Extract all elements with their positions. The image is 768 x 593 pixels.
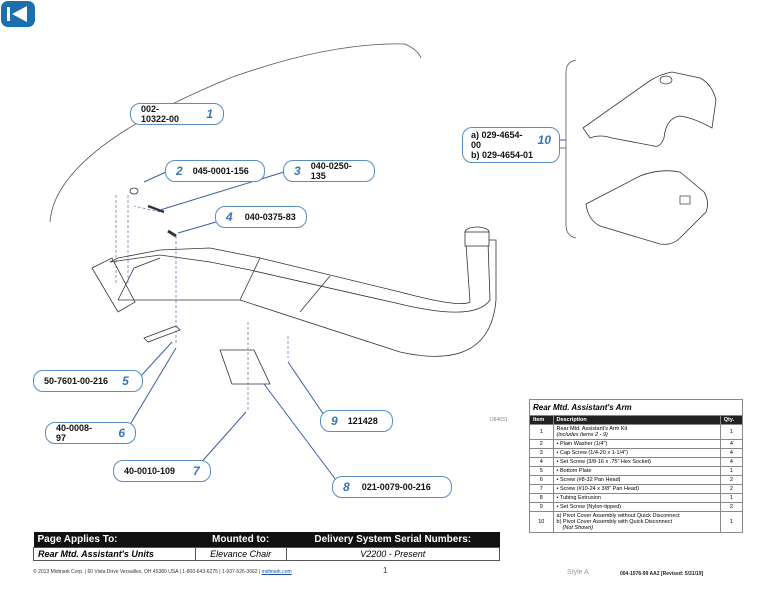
bom-qty: 1 <box>719 511 744 533</box>
callout-part-number: 040-0375-83 <box>244 212 296 222</box>
back-button[interactable] <box>1 1 35 27</box>
art-number: D84831 <box>490 417 508 423</box>
callout-7: 40-0010-109 7 <box>113 460 211 482</box>
callout-5: 50-7601-00-216 5 <box>33 370 143 392</box>
callout-part-number-b: b) 029-4654-01 <box>471 150 534 160</box>
bom-row: 6• Screw (#8-32 Pan Head)2 <box>529 475 744 485</box>
callout-number: 8 <box>343 480 350 494</box>
bom-header-qty: Qty. <box>719 415 744 425</box>
callout-6: 40-0008-97 6 <box>45 422 136 444</box>
bom-qty: 4 <box>719 457 744 467</box>
callout-number: 4 <box>226 210 233 224</box>
bom-description: • Screw (#8-32 Pan Head) <box>552 475 721 485</box>
callout-3: 3 040-0250-135 <box>283 160 375 182</box>
back-arrow-icon <box>7 6 27 22</box>
page-number: 1 <box>383 566 388 575</box>
callout-part-number: 40-0010-109 <box>124 466 176 476</box>
bom-title: Rear Mtd. Assistant's Arm <box>529 399 743 416</box>
bom-qty: 4 <box>719 439 744 449</box>
callout-number: 3 <box>294 164 301 178</box>
callout-part-number: 40-0008-97 <box>56 423 93 443</box>
applicability-table: Page Applies To: Mounted to: Delivery Sy… <box>33 532 500 561</box>
serial-value: V2200 - Present <box>285 547 500 561</box>
bom-row: 3• Cap Screw (1/4-20 x 1-1/4")4 <box>529 448 744 458</box>
callout-part-number: 040-0250-135 <box>310 161 352 181</box>
callout-number: 2 <box>176 164 183 178</box>
bom-description: • Set Screw (3/8-16 x .75" Hex Socket) <box>552 457 721 467</box>
footer-text: © 2013 Midmark Corp. | 60 Vista Drive Ve… <box>33 569 262 575</box>
callout-number: 5 <box>122 374 129 388</box>
bom-item: 9 <box>529 502 554 512</box>
callout-number: 7 <box>193 464 200 478</box>
bom-description: • Tubing Extrusion <box>552 493 721 503</box>
callout-2: 2 045-0001-156 <box>165 160 265 182</box>
callout-part-number-a: a) 029-4654-00 10 <box>471 130 551 150</box>
bom-item: 6 <box>529 475 554 485</box>
bom-item: 8 <box>529 493 554 503</box>
bom-qty: 1 <box>719 424 744 440</box>
bom-item: 1 <box>529 424 554 440</box>
bom-qty: 2 <box>719 475 744 485</box>
bom-description: • Set Screw (Nylon-tipped) <box>552 502 721 512</box>
website-link[interactable]: midmark.com <box>261 569 292 575</box>
bom-row: 10 a) Pivot Cover Assembly without Quick… <box>529 511 744 533</box>
bom-item: 4 <box>529 457 554 467</box>
callout-4: 4 040-0375-83 <box>215 206 307 228</box>
callout-number: 6 <box>118 426 125 440</box>
bom-description: a) Pivot Cover Assembly without Quick Di… <box>552 511 721 533</box>
callout-10: a) 029-4654-00 10 b) 029-4654-01 <box>462 127 560 163</box>
serial-header: Delivery System Serial Numbers: <box>286 532 500 548</box>
bom-qty: 4 <box>719 448 744 458</box>
callout-number: 1 <box>206 107 213 121</box>
bom-row: 2• Plain Washer (1/4")4 <box>529 439 744 449</box>
footer: © 2013 Midmark Corp. | 60 Vista Drive Ve… <box>33 569 292 575</box>
bom-qty: 1 <box>719 493 744 503</box>
bom-item: 10 <box>529 511 554 533</box>
document-number: 004-1076-99 AA2 [Revised: 5/31/19] <box>620 571 704 577</box>
mounted-header: Mounted to: <box>195 532 286 548</box>
bom-description: • Cap Screw (1/4-20 x 1-1/4") <box>552 448 721 458</box>
bom-qty: 2 <box>719 484 744 494</box>
bom-header-item: Item <box>529 415 554 425</box>
bom-qty: 1 <box>719 466 744 476</box>
bom-qty: 2 <box>719 502 744 512</box>
callout-part-number: 121428 <box>347 416 378 426</box>
bom-row: 1 Rear Mtd. Assistant's Arm Kit(includes… <box>529 424 744 440</box>
callout-part-number: 021-0079-00-216 <box>361 482 431 492</box>
bom-row: 7• Screw (#10-24 x 3/8" Pan Head)2 <box>529 484 744 494</box>
bom-header-description: Description <box>552 415 721 425</box>
bom-item: 5 <box>529 466 554 476</box>
bom-description: Rear Mtd. Assistant's Arm Kit(includes I… <box>552 424 721 440</box>
bom-row: 9• Set Screw (Nylon-tipped)2 <box>529 502 744 512</box>
applies-value: Rear Mtd. Assistant's Units <box>33 547 196 561</box>
callout-part-number: 002-10322-00 <box>141 104 180 124</box>
callout-8: 8 021-0079-00-216 <box>332 476 452 498</box>
bom-item: 2 <box>529 439 554 449</box>
callout-part-number: 045-0001-156 <box>192 166 249 176</box>
callout-number: 9 <box>331 414 338 428</box>
mounted-value: Elevance Chair <box>194 547 287 561</box>
bom-item: 7 <box>529 484 554 494</box>
bom-description: • Bottom Plate <box>552 466 721 476</box>
bill-of-materials: Rear Mtd. Assistant's Arm Item Descripti… <box>529 399 744 533</box>
callout-part-number: 50-7601-00-216 <box>44 376 109 386</box>
callout-9: 9 121428 <box>320 410 393 432</box>
bom-item: 3 <box>529 448 554 458</box>
bom-description: • Plain Washer (1/4") <box>552 439 721 449</box>
callout-1: 002-10322-00 1 <box>130 103 224 125</box>
applies-header: Page Applies To: <box>33 532 196 548</box>
callout-number: 10 <box>537 133 551 147</box>
style-label: Style A <box>567 569 589 576</box>
bom-description: • Screw (#10-24 x 3/8" Pan Head) <box>552 484 721 494</box>
bom-row: 4• Set Screw (3/8-16 x .75" Hex Socket)4 <box>529 457 744 467</box>
